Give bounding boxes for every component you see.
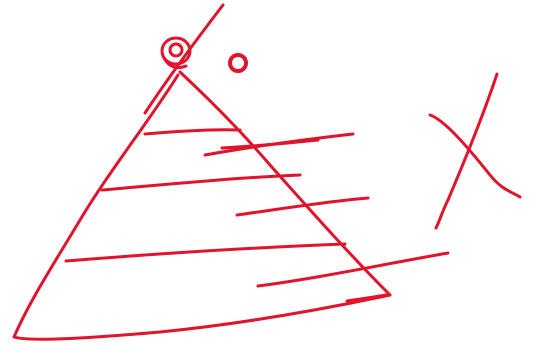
pyramid-base — [14, 295, 390, 339]
apex-diagonal-stroke — [145, 5, 223, 113]
pyramid-right-edge — [180, 72, 390, 295]
hatch-line-1 — [145, 130, 240, 134]
hatch-line-3 — [222, 140, 318, 148]
pyramid-sketch-icon — [14, 5, 448, 339]
hatch-line-6 — [66, 244, 345, 261]
dot-icon — [230, 55, 246, 71]
cross-stroke-1 — [430, 115, 520, 197]
pyramid-left-edge — [14, 75, 178, 337]
cross-mark-icon — [430, 74, 520, 228]
hatch-line-4 — [102, 175, 300, 190]
cross-stroke-2 — [436, 74, 497, 228]
